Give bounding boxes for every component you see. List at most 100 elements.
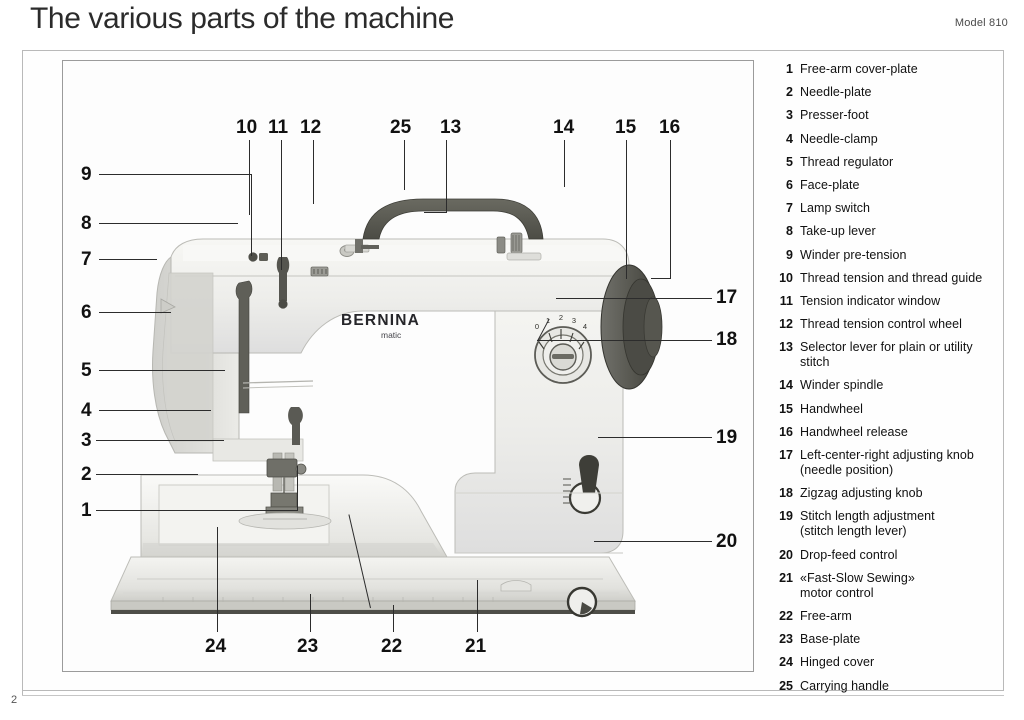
legend-number: 7 [786,201,793,216]
legend-label-continuation: (stitch length lever) [800,524,907,539]
legend-label: Presser-foot [800,108,869,123]
legend-label: Zigzag adjusting knob [800,486,923,501]
leader-line-5 [99,370,225,371]
legend-number: 12 [779,317,793,332]
leader-line-25 [404,140,405,190]
leader-line-21 [477,580,478,632]
legend-label: Drop-feed control [800,547,898,562]
callout-9: 9 [81,164,92,185]
leader-line-6 [99,312,171,313]
svg-text:2: 2 [559,313,563,322]
leader-line-14 [564,140,565,187]
svg-text:BERNINA: BERNINA [341,312,420,329]
legend-label: Hinged cover [800,655,875,670]
sewing-machine-illustration: 0 1 2 3 4 BE [110,198,663,618]
legend-number: 25 [779,678,793,693]
callout-23: 23 [297,636,319,657]
leader-line-17 [556,298,712,299]
legend-item-15: 15 Handwheel [772,402,1018,417]
legend-label: Take-up lever [800,224,876,239]
legend-label-continuation: motor control [800,585,874,600]
corner-rule-vertical [22,660,23,696]
legend-number: 11 [779,293,793,308]
legend-item-21: 21«Fast-Slow Sewing»motor control [772,571,1018,601]
leader-line-4 [99,410,211,411]
callout-17: 17 [716,287,738,308]
legend-label: Handwheel [800,401,863,416]
legend-label-continuation: (needle position) [800,463,894,477]
svg-text:matic: matic [381,330,402,340]
leader-line-16-h [651,278,671,279]
leader-line-15 [626,140,627,279]
legend-label: Lamp switch [800,201,871,216]
leader-line-9-h [99,174,252,175]
leader-line-3 [96,440,224,441]
leader-line-13-v [446,140,447,212]
legend-number: 23 [779,632,793,647]
legend-number: 15 [779,401,793,416]
leader-line-11 [281,140,282,270]
legend-number: 19 [779,509,793,524]
legend-number: 10 [779,270,793,285]
callout-8: 8 [81,213,92,234]
corner-rule-horizontal [22,695,1004,696]
callout-21: 21 [465,636,487,657]
legend-item-12: 12 Thread tension control wheel [772,317,1018,332]
legend-number: 1 [786,62,793,76]
leader-line-24 [217,527,218,632]
callout-13: 13 [440,117,462,138]
legend-label: Winder spindle [800,378,884,393]
callout-22: 22 [381,636,403,657]
callout-11: 11 [268,117,289,138]
leader-line-20 [594,541,712,542]
leader-line-18 [537,340,712,341]
callout-14: 14 [553,117,575,138]
legend-item-14: 14 Winder spindle [772,378,1018,393]
legend-label: Winder pre-tension [800,247,907,262]
legend-item-18: 18 Zigzag adjusting knob [772,486,1018,501]
legend-number: 18 [779,486,793,501]
model-label: Model 810 [954,17,1008,29]
callout-5: 5 [81,360,92,381]
callout-18: 18 [716,329,738,350]
legend-item-22: 22 Free-arm [772,609,1018,624]
callout-10: 10 [236,117,258,138]
legend-number: 22 [779,608,793,623]
callout-7: 7 [81,249,92,270]
leader-line-7 [99,259,157,260]
leader-line-19 [598,437,712,438]
leader-line-13-h [424,212,447,213]
callout-12: 12 [300,117,322,138]
legend-item-7: 7 Lamp switch [772,201,1018,216]
legend-label: Thread tension control wheel [800,317,962,332]
svg-text:3: 3 [572,316,576,325]
page-title: The various parts of the machine [30,2,455,35]
diagram-frame: 0 1 2 3 4 BE [62,60,754,672]
callout-24: 24 [205,636,227,657]
callout-4: 4 [81,400,92,421]
legend-number: 6 [786,177,793,192]
legend-number: 14 [779,378,793,393]
legend-number: 13 [779,340,793,355]
legend-item-8: 8 Take-up lever [772,224,1018,239]
callout-1: 1 [81,500,92,521]
legend-label: «Fast-Slow Sewing»motor control [800,570,915,600]
legend-number: 4 [786,131,793,146]
leader-line-22-v [393,605,394,632]
legend-label: Free-arm [800,608,852,623]
legend-number: 8 [786,224,793,239]
callout-19: 19 [716,427,738,448]
legend-label: Thread regulator [800,154,894,169]
